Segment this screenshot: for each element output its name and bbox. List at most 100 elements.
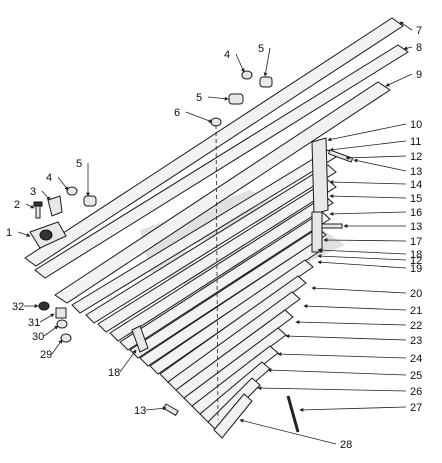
callout-label-c9: 9: [416, 69, 422, 81]
callout-label-c23: 23: [410, 335, 422, 347]
callout-label-c29: 29: [40, 349, 52, 361]
callout-label-c5a: 5: [76, 158, 82, 170]
leader-c22: [295, 320, 407, 326]
leader-c15: [329, 194, 407, 199]
callout-label-c15: 15: [410, 193, 422, 205]
callout-label-c1: 1: [6, 227, 12, 239]
callout-label-c18a: 18: [410, 249, 422, 261]
callout-label-c30: 30: [32, 331, 44, 343]
center-bolt-line: [215, 124, 219, 421]
leader-c26: [257, 386, 407, 392]
leader-c13a: [353, 158, 407, 172]
leader-c7: [399, 21, 413, 31]
leader-c13c: [145, 406, 167, 411]
nut-32: [38, 301, 50, 311]
stepped-leaf: [207, 377, 261, 431]
leader-c4a: [57, 176, 69, 191]
pin-27: [286, 395, 300, 433]
callout-label-c6: 6: [174, 107, 180, 119]
callout-label-c8: 8: [416, 42, 422, 54]
leader-c18a: [317, 248, 407, 255]
callout-label-c21: 21: [410, 305, 422, 317]
stepped-leaf: [167, 291, 301, 391]
clip-3: [47, 195, 63, 217]
spring-leaves: [24, 17, 409, 439]
bushing-5-mid: [228, 93, 244, 105]
callout-label-c22: 22: [410, 320, 422, 332]
leaf-9: [54, 81, 391, 304]
eye-bracket-1: [29, 221, 67, 249]
clip-18-lower: [131, 325, 149, 353]
callout-label-c16: 16: [410, 207, 422, 219]
stepped-leaf: [71, 149, 337, 314]
washer-29: [60, 333, 72, 343]
stepped-leaf: [149, 259, 314, 375]
callout-label-c7: 7: [416, 25, 422, 37]
bolt-13-lower: [162, 403, 179, 417]
leader-c2: [25, 203, 35, 209]
leader-c29: [51, 339, 63, 355]
clamp-16-17: [311, 211, 323, 253]
callout-label-c3: 3: [30, 186, 36, 198]
leaf-8: [34, 44, 409, 279]
leader-c28: [239, 418, 337, 445]
callout-label-c17: 17: [410, 236, 422, 248]
nut-4-left: [66, 186, 78, 196]
leader-c16: [329, 211, 407, 216]
callout-label-c20: 20: [410, 288, 422, 300]
stepped-leaf: [129, 227, 327, 359]
callout-label-c13a: 13: [410, 166, 422, 178]
leader-c3: [41, 190, 51, 201]
leader-c30: [43, 325, 59, 337]
stepped-leaf: [119, 211, 331, 351]
callout-label-c12a: 12: [410, 151, 422, 163]
leader-c6: [185, 111, 213, 123]
leader-c5c: [207, 96, 229, 101]
callout-label-c12b: 12: [410, 255, 422, 267]
nut-6: [210, 117, 222, 127]
leader-c9: [385, 73, 413, 87]
callout-label-c13c: 13: [134, 405, 146, 417]
callout-label-c13b: 13: [410, 221, 422, 233]
leader-c27: [299, 406, 407, 412]
hardware-parts: [29, 70, 354, 433]
leader-c20: [311, 286, 407, 294]
callout-label-c10: 10: [410, 119, 422, 131]
leader-c31: [39, 313, 55, 323]
leader-c23: [285, 334, 407, 341]
callout-label-c2: 2: [14, 199, 20, 211]
leader-lines: [17, 21, 413, 445]
leader-c12b: [317, 254, 407, 261]
leader-c24: [277, 352, 407, 359]
stepped-leaf: [175, 309, 294, 399]
leader-c12a: [345, 155, 407, 160]
callout-label-c18b: 18: [108, 367, 120, 379]
leader-c14: [329, 180, 407, 185]
leaf-7: [24, 17, 404, 267]
stepped-leaf: [213, 393, 253, 439]
stepped-leaf: [97, 179, 337, 333]
nut-4-top: [241, 70, 253, 80]
callout-label-c5b: 5: [258, 43, 264, 55]
callout-label-c28: 28: [340, 439, 352, 451]
leader-c17: [323, 238, 407, 243]
callout-label-c14: 14: [410, 179, 422, 191]
leader-c19: [317, 260, 407, 269]
stepped-leaf: [159, 275, 307, 383]
leader-c21: [303, 304, 407, 311]
callout-label-c4a: 4: [46, 172, 52, 184]
callout-label-c31: 31: [28, 317, 40, 329]
callout-labels: 1234455567891011121314151613171819122021…: [6, 25, 422, 451]
leader-c25: [267, 368, 407, 376]
callout-label-c5c: 5: [196, 92, 202, 104]
callout-label-c11: 11: [410, 136, 421, 148]
bushing-5-left: [83, 195, 97, 207]
leader-c11: [329, 140, 407, 152]
callout-label-c24: 24: [410, 353, 422, 365]
leader-c18b: [119, 349, 137, 373]
clamp-10: [311, 137, 329, 215]
washer-30: [56, 319, 68, 329]
bushing-5-top: [259, 76, 273, 88]
stepped-leaf: [85, 164, 337, 324]
